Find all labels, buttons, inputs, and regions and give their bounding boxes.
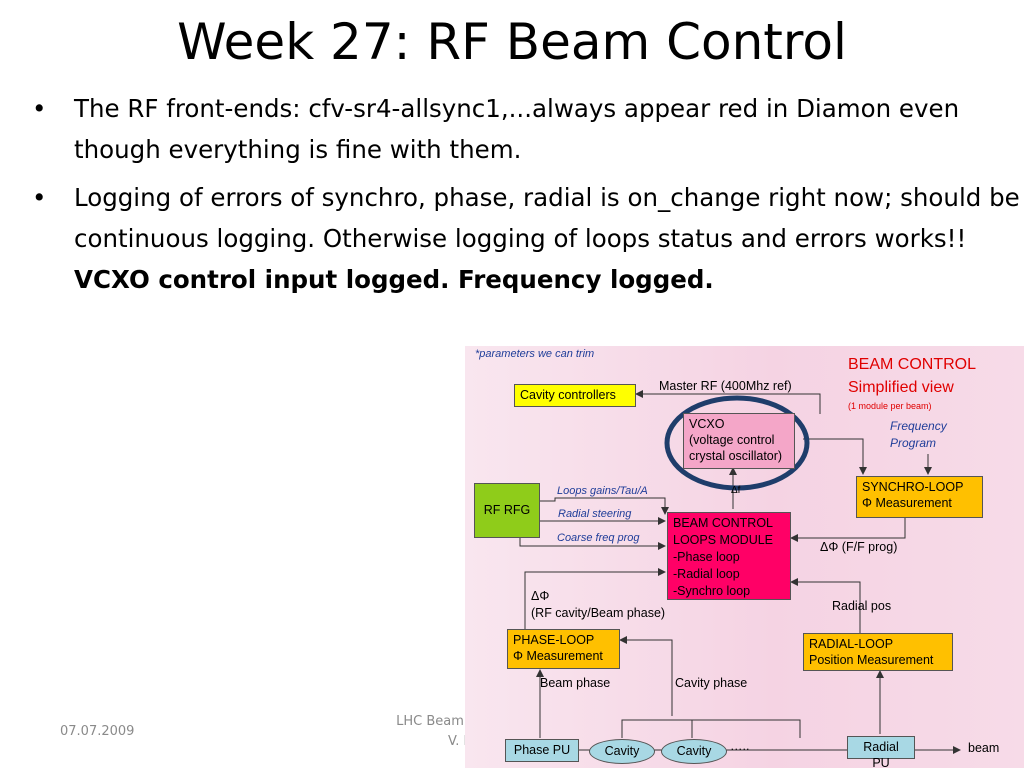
vcxo-line-1: VCXO — [689, 417, 725, 431]
beam-phase-label: Beam phase — [540, 676, 611, 690]
bullet-text-1: The RF front-ends: cfv-sr4-allsync1,...a… — [74, 94, 960, 164]
cavity-dots: ….. — [730, 739, 750, 753]
cavity-phase-label: Cavity phase — [675, 676, 748, 690]
bullet-item-2: Logging of errors of synchro, phase, rad… — [32, 177, 1022, 300]
footer-line-1: LHC Beam — [396, 714, 464, 729]
beam-label: beam — [968, 741, 1000, 755]
dphi-ff-label: ΔΦ (F/F prog) — [820, 540, 898, 554]
line-cavity-phase — [619, 636, 673, 716]
beam-control-loops-module: BEAM CONTROL LOOPS MODULE -Phase loop -R… — [667, 512, 791, 600]
line-phase-module — [524, 568, 666, 629]
bullet-list: The RF front-ends: cfv-sr4-allsync1,...a… — [32, 88, 1022, 307]
note-parameters: *parameters we can trim — [475, 348, 595, 360]
line-cavity-bus — [621, 719, 801, 738]
freq-program-line-2: Program — [890, 436, 937, 450]
bcl-line-5: -Synchro loop — [673, 584, 751, 598]
bcl-line-3: -Phase loop — [673, 550, 740, 564]
footer-date: 07.07.2009 — [60, 724, 135, 739]
cavity-controllers-box: Cavity controllers — [514, 384, 636, 407]
loops-gains-label: Loops gains/Tau/A — [557, 485, 648, 497]
bcl-line-2: LOOPS MODULE — [673, 533, 774, 547]
cavity-oval-1: Cavity — [589, 739, 655, 764]
line-synchro-module — [790, 518, 906, 542]
phase-loop-line-1: PHASE-LOOP — [513, 633, 595, 647]
bcl-line-1: BEAM CONTROL — [673, 516, 774, 530]
delta-f-label: Δf — [731, 485, 741, 496]
heading-module-note: (1 module per beam) — [848, 401, 932, 411]
cavity-oval-2: Cavity — [661, 739, 727, 764]
slide-title: Week 27: RF Beam Control — [177, 13, 847, 71]
vcxo-line-3: crystal oscillator) — [689, 449, 783, 463]
heading-beam-control: BEAM CONTROL — [848, 356, 977, 373]
freq-program-line-1: Frequency — [890, 419, 947, 433]
synchro-loop-box: SYNCHRO-LOOP Φ Measurement — [856, 476, 983, 518]
bullet-bold-2: VCXO control input logged. Frequency log… — [74, 265, 714, 294]
phase-pu-box: Phase PU — [505, 739, 579, 762]
line-vcxo-synchro — [803, 438, 867, 475]
radial-loop-box: RADIAL-LOOP Position Measurement — [803, 633, 953, 671]
vcxo-line-2: (voltage control — [689, 433, 775, 447]
radial-loop-line-2: Position Measurement — [809, 653, 934, 667]
bcl-line-4: -Radial loop — [673, 567, 740, 581]
coarse-freq-label: Coarse freq prog — [557, 532, 640, 544]
radial-pos-label: Radial pos — [832, 599, 892, 613]
line-master-rf — [635, 390, 821, 398]
synchro-line-2: Φ Measurement — [862, 496, 952, 510]
heading-simplified: Simplified view — [848, 379, 954, 396]
bullet-item-1: The RF front-ends: cfv-sr4-allsync1,...a… — [32, 88, 1022, 170]
diagram-connectors — [519, 390, 961, 754]
dphi-label: ΔΦ — [531, 589, 550, 603]
synchro-line-1: SYNCHRO-LOOP — [862, 480, 964, 494]
master-rf-label: Master RF (400Mhz ref) — [659, 379, 792, 393]
phase-loop-box: PHASE-LOOP Φ Measurement — [507, 629, 620, 669]
line-radial-module — [790, 578, 861, 633]
beam-control-diagram: *parameters we can trim BEAM CONTROL Sim… — [465, 346, 1024, 768]
radial-pu-box: Radial PU — [847, 736, 915, 768]
rf-rfg-box: RF RFG — [474, 483, 540, 538]
radial-loop-line-1: RADIAL-LOOP — [809, 637, 894, 651]
vcxo-box: VCXO (voltage control crystal oscillator… — [683, 413, 795, 469]
radial-steering-label: Radial steering — [558, 508, 632, 520]
bullet-text-2: Logging of errors of synchro, phase, rad… — [74, 183, 1020, 253]
line-loops-gains — [540, 497, 669, 515]
vcxo-highlight-circle — [664, 395, 810, 491]
rf-cavity-phase-label: (RF cavity/Beam phase) — [531, 606, 666, 620]
phase-loop-line-2: Φ Measurement — [513, 649, 603, 663]
